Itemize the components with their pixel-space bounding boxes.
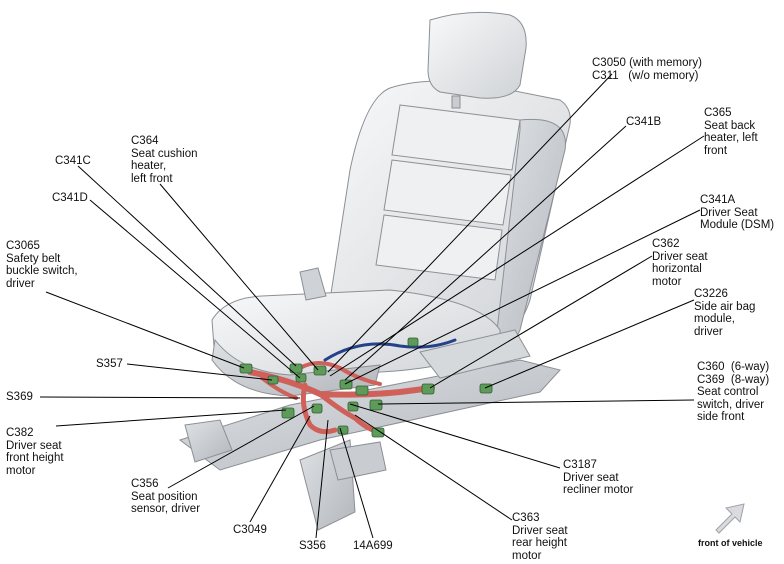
label-c3226: C3226 Side air bag module, driver xyxy=(694,288,756,338)
label-c360: C360 (6-way) C369 (8-way) Seat control s… xyxy=(697,361,770,423)
seat-bracket xyxy=(329,441,387,481)
harness-blue-wire xyxy=(323,338,457,362)
label-c311: C311 (w/o memory) xyxy=(592,70,699,82)
leader-c356 xyxy=(167,405,315,489)
label-s369: S369 xyxy=(6,391,33,403)
label-s356: S356 xyxy=(299,540,326,552)
leader-c3226 xyxy=(484,299,695,389)
leader-c362 xyxy=(429,255,653,389)
label-c382: C382 Driver seat front height motor xyxy=(6,427,64,477)
leader-s357 xyxy=(126,363,273,381)
connector-c363 xyxy=(371,427,385,438)
front-arrow-icon xyxy=(715,503,745,534)
leader-14a699 xyxy=(339,427,374,539)
label-c364: C364 Seat cushion heater, left front xyxy=(131,135,198,185)
leader-c3187 xyxy=(349,403,561,469)
front-of-vehicle-label: front of vehicle xyxy=(698,538,763,548)
connector-c362 xyxy=(421,383,435,395)
connectors xyxy=(239,337,493,438)
connector-c356 xyxy=(311,403,323,414)
seat-side-trim xyxy=(419,329,531,379)
leader-c341b xyxy=(344,125,627,381)
leader-c3065 xyxy=(45,291,245,369)
label-c362: C362 Driver seat horizontal motor xyxy=(652,238,708,288)
leader-c360 xyxy=(377,399,695,405)
leader-c3049 xyxy=(249,415,311,523)
leader-s369 xyxy=(39,396,301,399)
leader-lines xyxy=(39,73,705,539)
seat-back-panel-3 xyxy=(375,214,503,281)
connector-14a699 xyxy=(337,425,349,435)
connector-c360 xyxy=(369,399,383,411)
label-c341d: C341D xyxy=(52,192,88,204)
label-c341b: C341B xyxy=(626,116,662,128)
label-c3050: C3050 (with memory) xyxy=(592,57,702,69)
cushion-front-edge xyxy=(211,338,381,397)
harness-red-branch-3 xyxy=(298,361,382,386)
seat-illustration xyxy=(178,11,571,531)
label-c356: C356 Seat position sensor, driver xyxy=(131,478,201,515)
label-c3187: C3187 Driver seat recliner motor xyxy=(563,459,634,496)
connector-c341b xyxy=(355,385,369,396)
label-c3049: C3049 xyxy=(233,524,267,536)
connector-c341c xyxy=(289,363,303,374)
leader-c364 xyxy=(159,183,319,371)
headrest-post xyxy=(451,95,461,109)
label-c341c: C341C xyxy=(55,155,91,167)
leader-c382 xyxy=(55,409,287,427)
connector-dsm-extra xyxy=(407,337,419,347)
leader-c3050 xyxy=(327,73,613,373)
harness-red-branch-4 xyxy=(260,376,298,400)
leader-c341a xyxy=(344,209,701,385)
leader-c365 xyxy=(329,135,705,377)
leader-c363 xyxy=(354,414,513,521)
label-c3065: C3065 Safety belt buckle switch, driver xyxy=(6,240,78,290)
label-c363: C363 Driver seat rear height motor xyxy=(512,512,568,562)
leader-c341d xyxy=(89,199,301,379)
seat-back-panel-1 xyxy=(391,104,521,171)
label-14a699: 14A699 xyxy=(353,540,393,552)
label-s357: S357 xyxy=(96,358,123,370)
leader-s356 xyxy=(315,419,329,539)
label-c341a: C341A Driver Seat Module (DSM) xyxy=(700,194,775,231)
recliner-lever xyxy=(299,267,327,301)
connector-c3065 xyxy=(239,363,253,374)
seat-leg-front xyxy=(184,419,233,463)
headrest xyxy=(427,11,527,99)
connector-c382 xyxy=(281,407,295,419)
connector-c341d xyxy=(295,373,307,383)
leader-c341c xyxy=(77,165,297,367)
seat-back-panel-2 xyxy=(383,159,512,226)
label-c365: C365 Seat back heater, left front xyxy=(704,107,758,157)
